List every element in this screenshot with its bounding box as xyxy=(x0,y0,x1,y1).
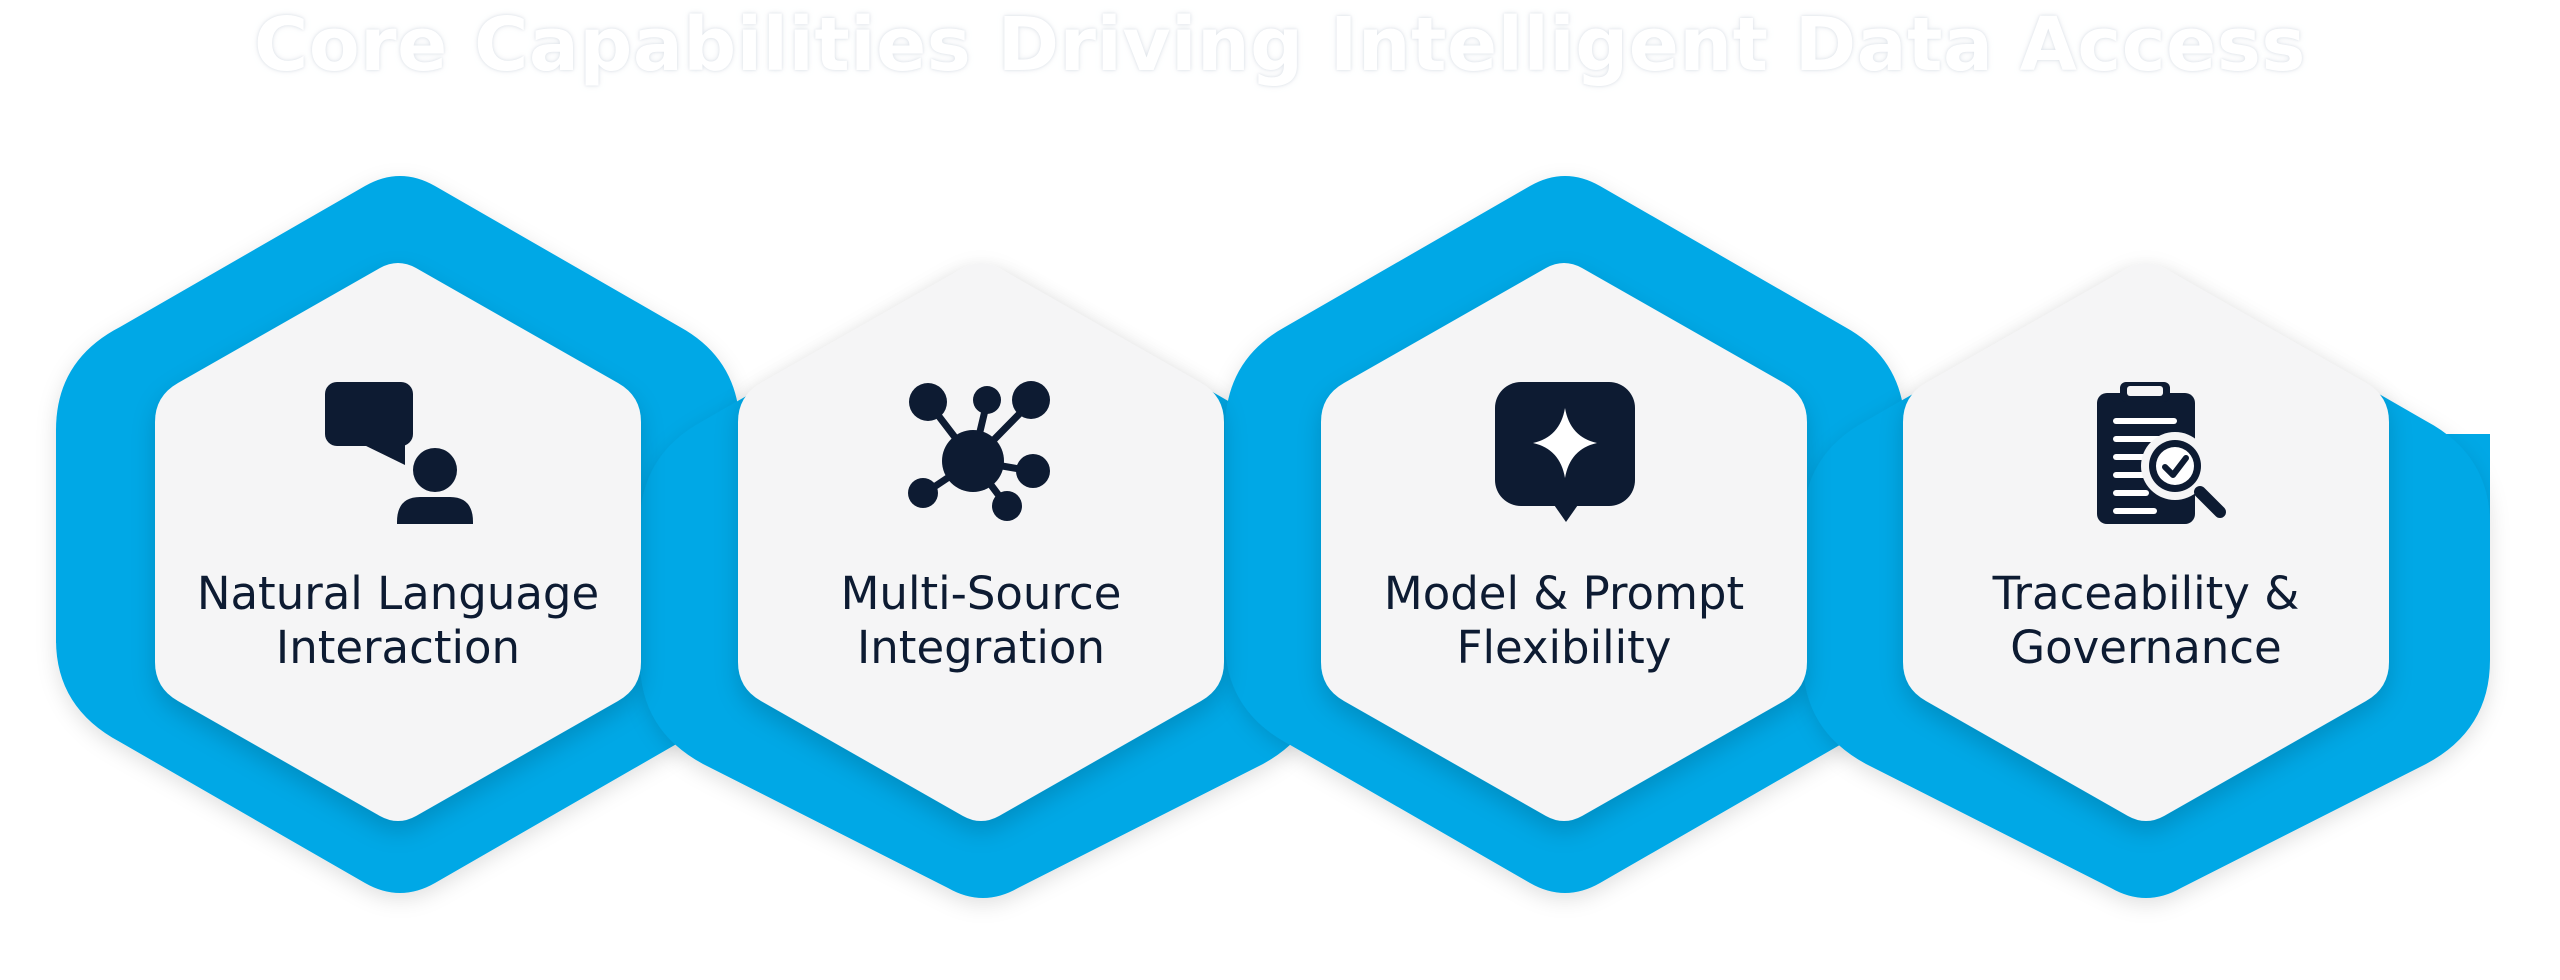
capability-1-label-line2: Interaction xyxy=(276,621,520,674)
capability-4-label-line1: Traceability & xyxy=(1992,567,2300,620)
hexagon-card-4 xyxy=(1903,263,2389,821)
sparkle-message-icon xyxy=(1495,382,1635,522)
clipboard-audit-icon xyxy=(2097,382,2226,524)
hexagon-card-3 xyxy=(1321,263,1807,821)
capability-2-label-line1: Multi-Source xyxy=(841,567,1122,620)
chat-user-icon xyxy=(325,382,473,524)
capability-3-label-line1: Model & Prompt xyxy=(1384,567,1744,620)
diagram-title: Core Capabilities Driving Intelligent Da… xyxy=(254,2,2306,88)
capability-3-label-line2: Flexibility xyxy=(1457,621,1672,674)
hexagon-card-1 xyxy=(155,263,641,821)
capability-2-label-line2: Integration xyxy=(857,621,1105,674)
hexagon-card-2 xyxy=(738,263,1224,821)
capability-4-label-line2: Governance xyxy=(2010,621,2281,674)
network-nodes-icon xyxy=(908,381,1050,521)
capability-1-label-line1: Natural Language xyxy=(197,567,599,620)
